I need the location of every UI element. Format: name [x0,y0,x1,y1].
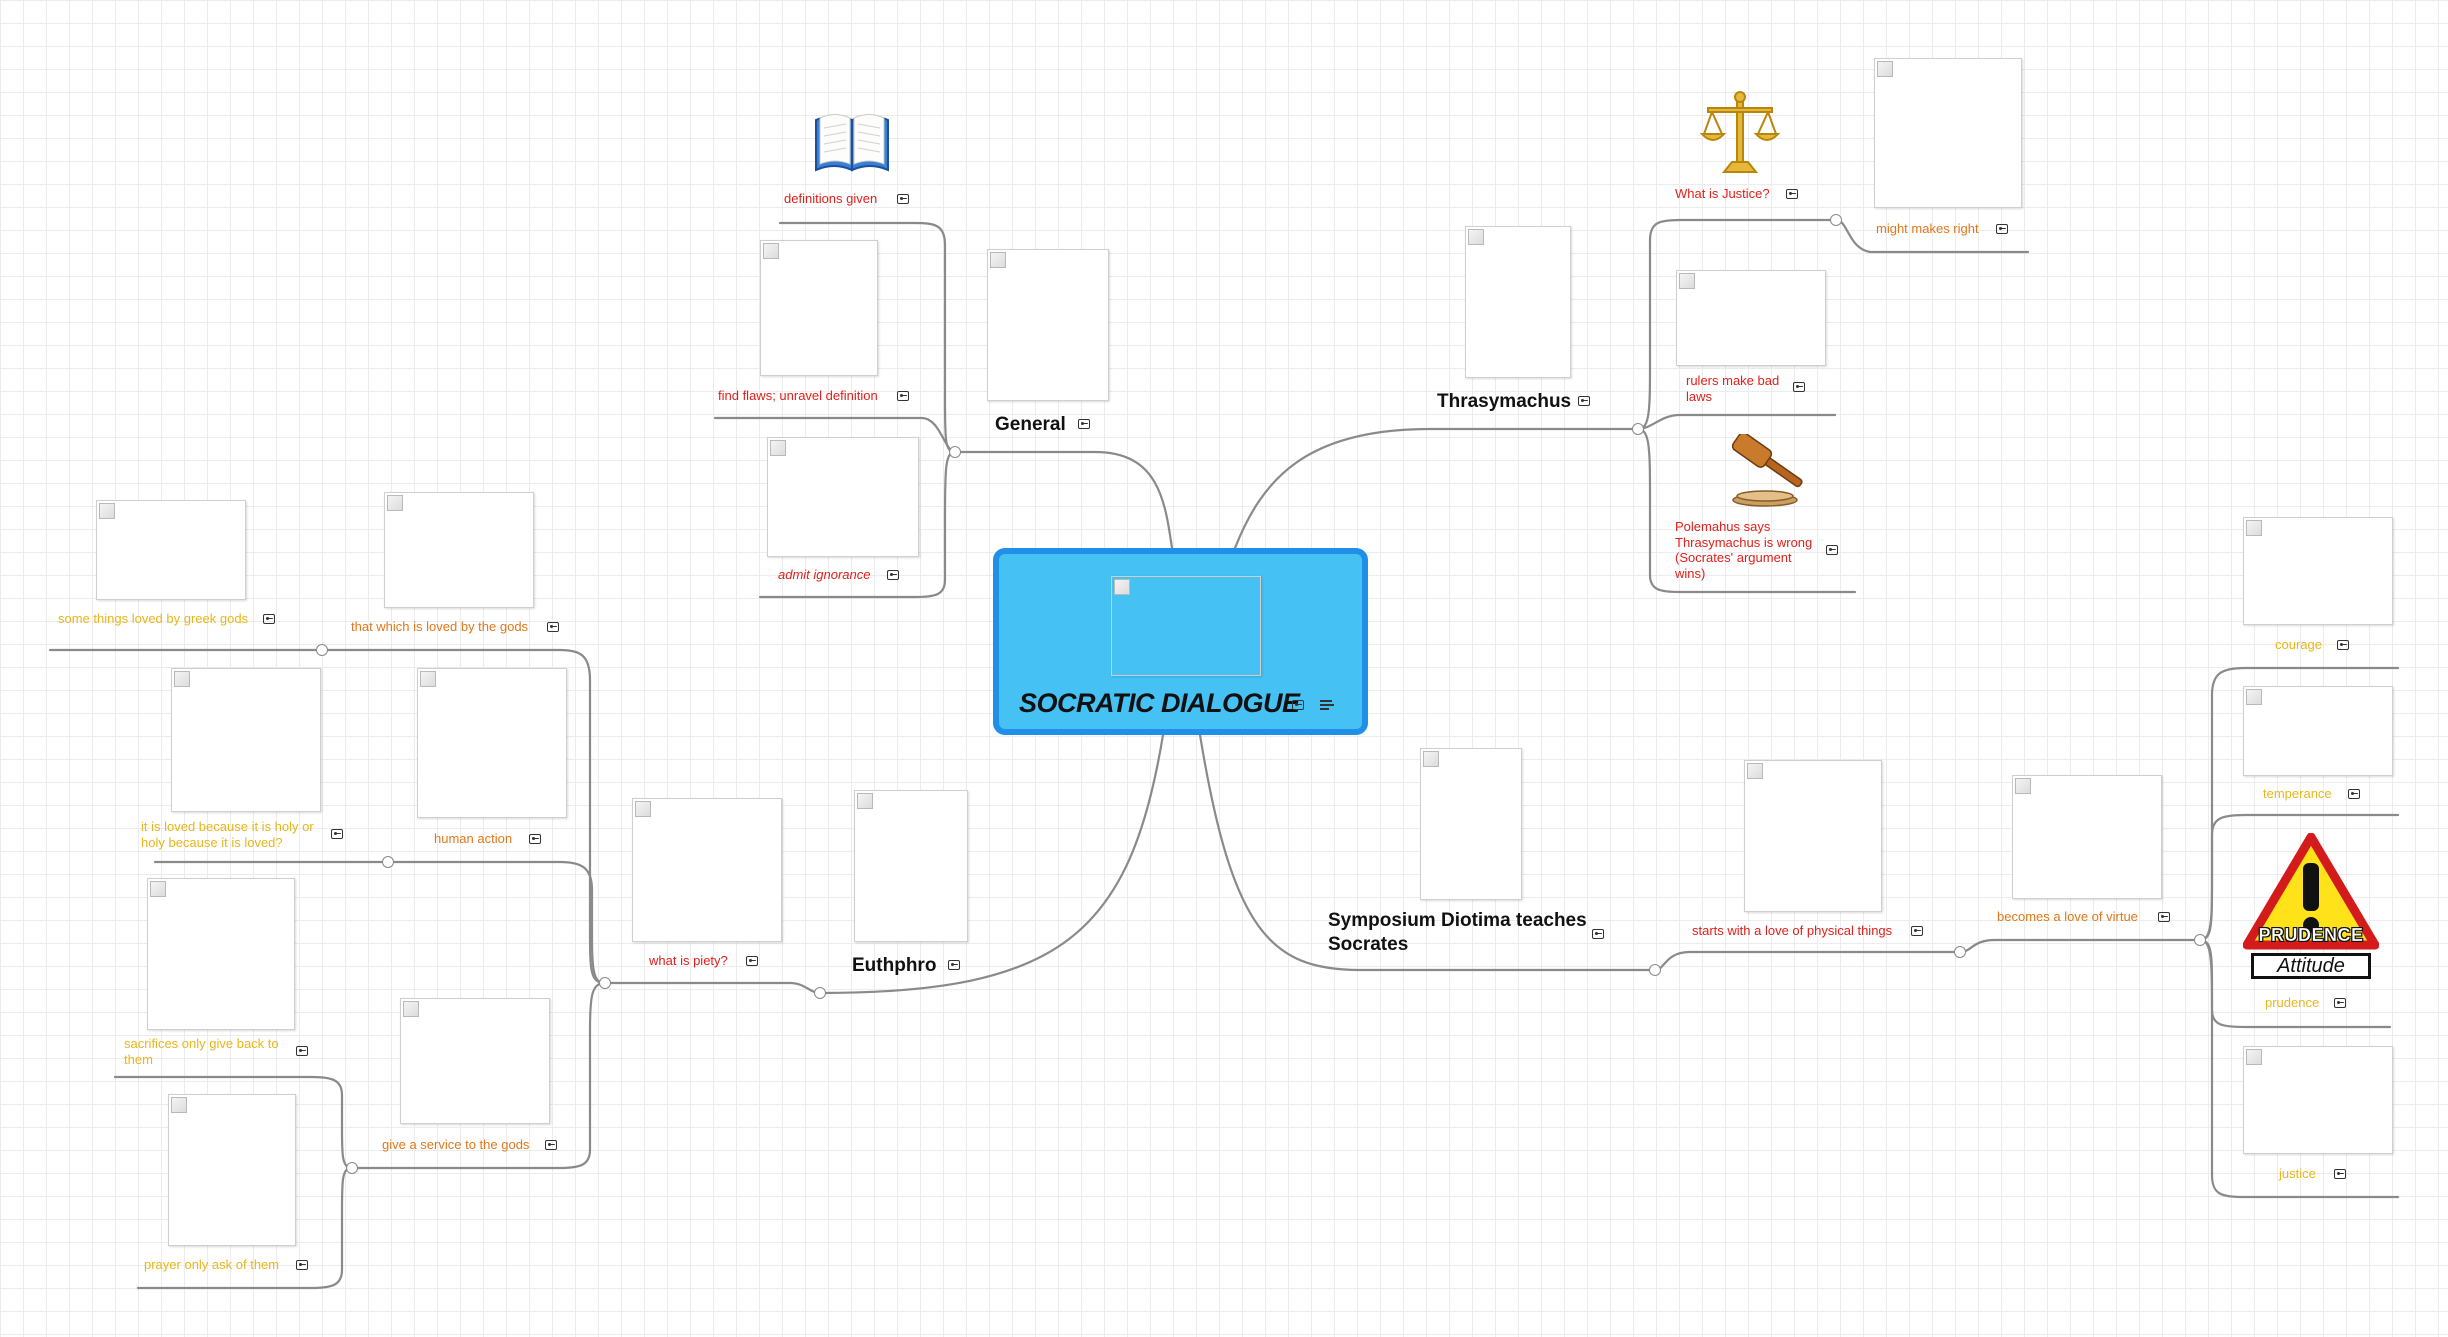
love-of-virtue-image [2012,775,2162,899]
find-flaws-label: find flaws; unravel definition [718,388,878,403]
justice-virtue-image [2243,1046,2393,1154]
collapse-knob[interactable] [599,977,611,989]
collapse-knob[interactable] [1830,214,1842,226]
central-title: SOCRATIC DIALOGUE [1019,688,1300,718]
image-icon[interactable] [2158,912,2170,922]
justice-label: What is Justice? [1675,186,1770,201]
symposium-image [1420,748,1522,900]
service-image [400,998,550,1124]
service-label: give a service to the gods [382,1137,530,1152]
collapse-knob[interactable] [2194,934,2206,946]
image-icon[interactable] [545,1140,557,1150]
holy-question-image [171,668,321,812]
image-icon[interactable] [331,829,343,839]
collapse-knob[interactable] [1632,423,1644,435]
might-label: might makes right [1876,221,1979,236]
collapse-knob[interactable] [316,644,328,656]
link-euthphro [818,733,1165,995]
some-things-label: some things loved by greek gods [58,611,249,626]
collapse-knob[interactable] [1649,964,1661,976]
courage-image [2243,517,2393,625]
sacrifices-image [147,878,295,1030]
link-symposium [1198,733,1657,972]
link-general [953,450,1174,550]
euthphro-image [854,790,968,942]
thrasymachus-image [1465,226,1571,378]
image-icon[interactable] [263,614,275,624]
thrasymachus-label: Thrasymachus [1437,391,1572,412]
central-image [1111,576,1261,676]
human-action-label: human action [434,831,513,846]
link-thrasymachus [1233,427,1640,550]
image-icon[interactable] [746,956,758,966]
image-icon[interactable] [1996,224,2008,234]
loved-by-gods-label: that which is loved by the gods [351,619,529,634]
piety-image [632,798,782,942]
human-action-image [417,668,567,818]
image-icon[interactable] [2337,640,2349,650]
warning-triangle-icon [2243,833,2379,950]
image-icon[interactable] [529,834,541,844]
collapse-knob[interactable] [814,987,826,999]
collapse-knob[interactable] [1954,946,1966,958]
image-icon[interactable] [897,391,909,401]
image-icon[interactable] [1078,419,1090,429]
image-icon[interactable] [1793,382,1805,392]
scales-of-justice-icon [1700,91,1780,173]
courage-label: courage [2275,637,2322,652]
piety-label: what is piety? [649,953,728,968]
symposium-label: Symposium Diotima teaches Socrates [1328,910,1587,955]
starts-physical-image [1744,760,1882,912]
image-icon[interactable] [887,570,899,580]
general-image [987,249,1109,401]
image-icon[interactable] [948,960,960,970]
central-topic[interactable]: SOCRATIC DIALOGUE [993,548,1368,735]
image-icon[interactable] [296,1260,308,1270]
image-icon[interactable] [897,194,909,204]
starts-physical-label: starts with a love of physical things [1692,923,1893,938]
prayer-label: prayer only ask of them [144,1257,280,1272]
definitions-label: definitions given [784,191,878,206]
holy-question-label: it is loved because it is holy or holy b… [141,819,314,850]
might-image [1874,58,2022,208]
love-of-virtue-label: becomes a love of virtue [1997,909,2138,924]
admit-label: admit ignorance [778,567,871,582]
notes-icon[interactable] [1320,700,1334,712]
image-icon[interactable] [296,1046,308,1056]
image-icon[interactable] [1592,929,1604,939]
sacrifices-label: sacrifices only give back to them [124,1036,279,1067]
temperance-image [2243,686,2393,776]
image-icon[interactable] [547,622,559,632]
image-icon[interactable] [1911,926,1923,936]
collapse-knob[interactable] [346,1162,358,1174]
collapse-knob[interactable] [949,446,961,458]
justice-virtue-label: justice [2279,1166,2316,1181]
some-things-image [96,500,246,600]
image-icon[interactable] [1786,189,1798,199]
image-icon[interactable] [1826,545,1838,555]
image-icon[interactable] [1578,396,1590,406]
rulers-label: rulers make bad laws [1686,373,1780,404]
collapse-knob[interactable] [382,856,394,868]
euthphro-label: Euthphro [852,955,937,976]
loved-by-gods-image [384,492,534,608]
prudence-warning-sign: PRUDENCE Attitude [2243,833,2379,981]
temperance-label: temperance [2263,786,2332,801]
prudence-sign-top: PRUDENCE [2258,925,2364,945]
prudence-sign-bottom: Attitude [2251,953,2371,979]
gavel-icon [1731,434,1803,507]
prayer-image [168,1094,296,1246]
general-label: General [995,414,1066,435]
image-icon[interactable] [2334,1169,2346,1179]
polemarchus-label: Polemahus says Thrasymachus is wrong (So… [1675,519,1813,581]
rulers-image [1676,270,1826,366]
image-icon[interactable] [2334,998,2346,1008]
image-icon[interactable] [1292,700,1304,710]
open-book-icon [815,114,889,172]
admit-image [767,437,919,557]
image-icon[interactable] [2348,789,2360,799]
prudence-label: prudence [2265,995,2320,1010]
find-flaws-image [760,240,878,376]
